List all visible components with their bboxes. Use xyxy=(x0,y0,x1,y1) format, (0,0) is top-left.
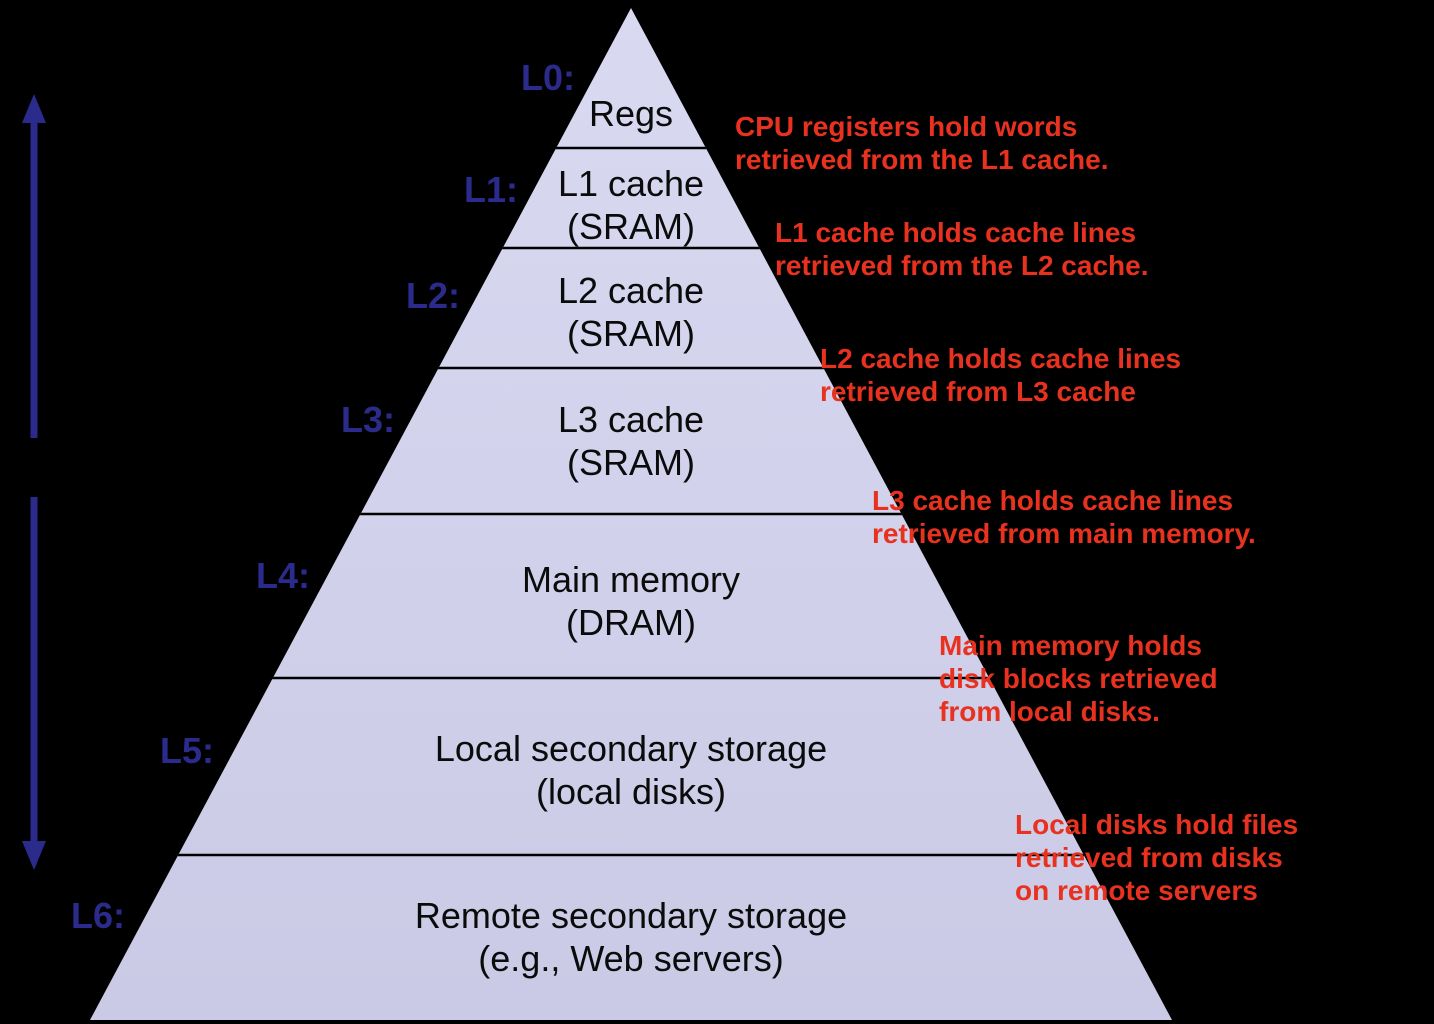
band-l1-cache: L1 cache (SRAM) xyxy=(558,162,704,248)
band-line: L3 cache xyxy=(557,399,705,440)
annotation-l5: Local disks hold files retrieved from di… xyxy=(1015,808,1298,907)
annotation-line: from local disks. xyxy=(939,696,1160,727)
annotation-l0: CPU registers hold words retrieved from … xyxy=(735,110,1108,176)
band-line: Local secondary storage xyxy=(434,728,828,769)
speed-axis-arrows xyxy=(22,94,46,870)
annotation-line: Local disks hold files xyxy=(1015,809,1299,840)
level-label-l6: L6: xyxy=(71,895,125,936)
band-line: (SRAM) xyxy=(566,313,695,354)
band-line: (e.g., Web servers) xyxy=(478,938,784,979)
band-line: (local disks) xyxy=(535,771,727,812)
level-label-l5: L5: xyxy=(160,730,214,771)
band-l2-cache: L2 cache (SRAM) xyxy=(558,269,704,355)
up-arrow-head-icon xyxy=(22,94,46,123)
band-line: Remote secondary storage xyxy=(414,895,848,936)
annotation-line: retrieved from L3 cache xyxy=(820,376,1136,407)
band-line: Main memory xyxy=(521,559,741,600)
annotation-l1: L1 cache holds cache lines retrieved fro… xyxy=(775,216,1148,282)
band-main-memory: Main memory (DRAM) xyxy=(522,558,740,644)
band-remote-secondary-storage: Remote secondary storage (e.g., Web serv… xyxy=(415,894,847,980)
band-line: L2 cache xyxy=(557,270,705,311)
band-regs: Regs xyxy=(589,92,673,135)
annotation-l4: Main memory holds disk blocks retrieved … xyxy=(939,629,1218,728)
annotation-line: on remote servers xyxy=(1015,875,1258,906)
level-label-l4: L4: xyxy=(256,555,310,596)
band-local-secondary-storage: Local secondary storage (local disks) xyxy=(435,727,827,813)
band-line: (SRAM) xyxy=(566,442,695,483)
annotation-line: L3 cache holds cache lines xyxy=(872,485,1234,516)
annotation-line: retrieved from main memory. xyxy=(872,518,1256,549)
band-l3-cache: L3 cache (SRAM) xyxy=(558,398,704,484)
annotation-l3: L3 cache holds cache lines retrieved fro… xyxy=(872,484,1256,550)
level-label-l0: L0: xyxy=(521,57,575,98)
annotation-line: CPU registers hold words xyxy=(735,111,1078,142)
level-label-l2: L2: xyxy=(406,275,460,316)
annotation-line: Main memory holds xyxy=(939,630,1202,661)
band-line: (DRAM) xyxy=(566,602,696,643)
annotation-line: L2 cache holds cache lines xyxy=(820,343,1182,374)
annotation-line: disk blocks retrieved xyxy=(939,663,1218,694)
annotation-line: retrieved from the L2 cache. xyxy=(775,250,1149,281)
annotation-line: L1 cache holds cache lines xyxy=(775,217,1137,248)
level-label-l3: L3: xyxy=(341,399,395,440)
down-arrow-head-icon xyxy=(22,841,46,870)
annotation-l2: L2 cache holds cache lines retrieved fro… xyxy=(820,342,1181,408)
band-line: Regs xyxy=(588,93,674,134)
annotation-line: retrieved from disks xyxy=(1015,842,1283,873)
band-line: (SRAM) xyxy=(566,206,695,247)
annotation-line: retrieved from the L1 cache. xyxy=(735,144,1109,175)
band-line: L1 cache xyxy=(557,163,705,204)
level-label-l1: L1: xyxy=(464,169,518,210)
